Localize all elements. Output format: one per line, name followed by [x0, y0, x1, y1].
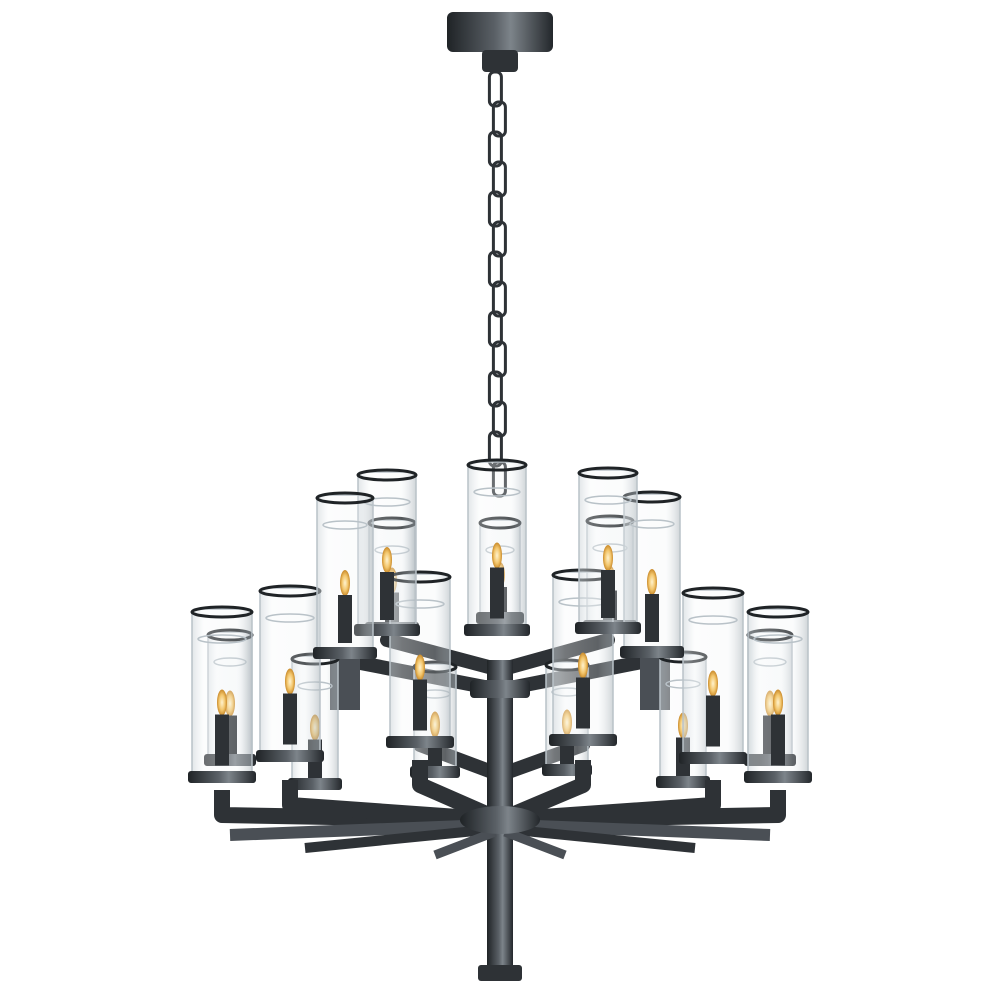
chain-link — [487, 130, 503, 168]
chain-link — [487, 310, 503, 348]
candle-light — [256, 584, 324, 762]
shade-rim — [315, 491, 375, 505]
socket — [771, 714, 785, 766]
shade-rim — [466, 458, 528, 472]
bulb — [603, 545, 613, 571]
socket — [215, 714, 229, 766]
arm — [514, 825, 696, 853]
bobeche — [386, 736, 454, 748]
socket — [601, 570, 615, 618]
chain-link — [487, 190, 503, 228]
ceiling-canopy — [447, 12, 553, 72]
bulb — [708, 670, 718, 697]
arm — [412, 760, 504, 828]
shade-reflection — [265, 613, 315, 623]
shade-reflection — [584, 495, 632, 505]
arm — [433, 827, 497, 860]
arm — [282, 780, 501, 828]
socket — [706, 695, 720, 747]
candle-light — [679, 586, 747, 764]
arm — [496, 760, 591, 828]
candle-light — [575, 466, 641, 634]
chain-link — [491, 100, 507, 138]
socket — [576, 677, 590, 729]
hanging-chain — [487, 70, 507, 498]
arm — [509, 819, 771, 841]
candle-light — [313, 491, 377, 659]
central-hub — [460, 806, 540, 834]
bulb — [340, 570, 350, 596]
bulb — [285, 668, 295, 695]
shade-reflection — [322, 520, 368, 530]
shade-reflection — [753, 634, 803, 644]
candle-lights — [188, 458, 812, 790]
bulb — [578, 652, 588, 679]
socket — [283, 693, 297, 745]
arm — [229, 819, 491, 841]
bobeche — [620, 646, 684, 658]
shade-rim — [356, 468, 418, 482]
arms-front — [214, 760, 786, 860]
chain-link — [487, 250, 503, 288]
shade-rim — [577, 466, 639, 480]
chain-link — [487, 370, 503, 408]
chain-link — [491, 160, 507, 198]
bulb — [773, 689, 783, 716]
bobeche — [656, 776, 710, 788]
candle-light — [188, 605, 256, 783]
shade-reflection — [688, 615, 738, 625]
socket — [380, 572, 394, 620]
shade-reflection — [197, 634, 247, 644]
bobeche — [464, 624, 530, 636]
candle-light — [620, 490, 684, 658]
bulb — [415, 654, 425, 681]
bobeche — [679, 752, 747, 764]
candle-light — [464, 458, 530, 636]
shade-reflection — [473, 487, 521, 497]
socket — [645, 594, 659, 642]
chain-link — [491, 280, 507, 318]
shade-rim — [190, 605, 254, 619]
arm — [503, 827, 567, 860]
arm — [499, 790, 786, 828]
chain-link — [491, 220, 507, 258]
bulb — [382, 547, 392, 573]
chain-link — [491, 400, 507, 438]
bobeche — [288, 778, 342, 790]
chain-link — [491, 340, 507, 378]
bulb — [217, 689, 227, 716]
socket — [338, 595, 352, 643]
bobeche — [313, 647, 377, 659]
bobeche — [188, 771, 256, 783]
bulb — [647, 569, 657, 595]
shade-rim — [681, 586, 745, 600]
shade-rim — [746, 605, 810, 619]
arm — [304, 825, 486, 853]
bobeche — [744, 771, 812, 783]
chain-link — [487, 70, 503, 108]
socket — [490, 567, 504, 619]
bobeche — [575, 622, 641, 634]
socket — [413, 679, 427, 731]
candle-light — [744, 605, 812, 783]
bobeche — [256, 750, 324, 762]
bobeche — [549, 734, 617, 746]
bulb — [492, 542, 502, 569]
